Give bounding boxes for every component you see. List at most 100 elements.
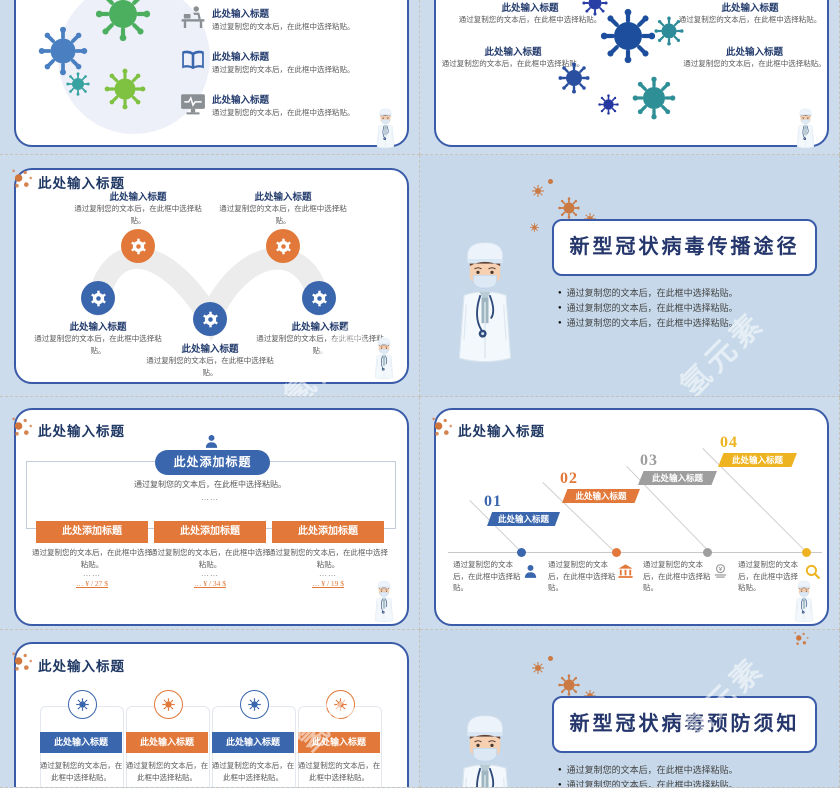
step-body: 通过复制您的文本后，在此框中选择粘贴。 [643,560,711,593]
person-desk-icon [180,4,206,30]
section-title-box: 新型冠状病毒预防须知 [552,696,817,753]
feature-icon-circle [240,690,269,719]
doctor-character [374,104,397,152]
step-body: 通过复制您的文本后，在此框中选择粘贴。 [738,560,798,593]
slide-thumb-7[interactable]: 此处输入标题 此处输入标题 此处输入标题 此处输入标题 此处输入标题 通过复制您… [0,630,420,788]
step-body: 通过复制您的文本后，在此框中选择粘贴。 [453,560,521,593]
splatter-dot [548,656,553,661]
process-node [81,281,115,315]
slide-heading: 此处输入标题 [38,659,125,674]
splatter-dot [548,179,553,184]
bullet-dot: ● [558,767,562,773]
banner-label: 此处添加标题 [298,526,358,537]
card-band: 此处输入标题 [40,732,122,753]
splatter-icon [558,674,580,696]
node-body: 通过复制您的文本后，在此框中选择粘贴。 [34,334,162,355]
money-icon [712,563,729,580]
bullet-text: 通过复制您的文本后，在此框中选择粘贴。 [566,765,738,775]
bullet-dot: ● [558,290,562,296]
step-number: 04 [720,434,738,451]
node-body: 通过复制您的文本后，在此框中选择粘贴。 [74,204,202,225]
item-title: 此处输入标题 [212,10,270,20]
splatter-icon [532,185,544,197]
step-number: 01 [484,493,502,510]
slide-heading: 此处输入标题 [38,424,125,439]
price-text: … ¥ / 19 $ [311,579,345,588]
top-body: 通过复制您的文本后，在此框中选择粘贴。 [134,480,286,489]
bullet-dot: ● [558,305,562,311]
card-body: 通过复制您的文本后，在此框中选择粘贴。 [39,761,123,782]
card-title: 此处输入标题 [139,737,194,747]
person-icon [203,433,220,450]
splatter-icon [532,662,544,674]
step-banner: 此处输入标题 [562,489,640,503]
virus-icon [600,8,656,64]
virus-icon [598,94,619,115]
node-body: 通过复制您的文本后，在此框中选择粘贴。 [146,356,274,377]
node-title: 此处输入标题 [181,345,239,355]
bank-icon [617,563,634,580]
feature-icon-circle [68,690,97,719]
slide-thumb-4[interactable]: 新型冠状病毒传播途径 ●通过复制您的文本后，在此框中选择粘贴。 ●通过复制您的文… [420,155,840,397]
slide-heading: 此处输入标题 [38,176,125,191]
item-body: 通过复制您的文本后，在此框中选择粘贴。 [212,108,355,117]
section-title: 新型冠状病毒传播途径 [569,236,800,258]
item-body: 通过复制您的文本后，在此框中选择粘贴。 [212,65,355,74]
slide-thumb-3[interactable]: 此处输入标题 此处输入标题 通过复制您的文本后，在此框中选择粘贴。 此处输入标题… [0,155,420,397]
feature-icon-circle [326,690,355,719]
card-title: 此处输入标题 [311,737,366,747]
splatter-icon [530,223,539,232]
virus-icon [632,76,676,120]
doctor-character [450,203,520,397]
timeline-dot [517,548,526,557]
process-node [121,229,155,263]
block-title: 此处输入标题 [725,48,783,58]
item-title: 此处输入标题 [212,96,270,106]
card-band: 此处输入标题 [298,732,380,753]
gear-icon [90,290,107,307]
block-body: 通过复制您的文本后，在此框中选择粘贴。 [441,59,585,68]
bullet-text: 通过复制您的文本后，在此框中选择粘贴。 [566,780,738,788]
monitor-pulse-icon [180,91,206,117]
slide-thumb-6[interactable]: 此处输入标题 01 02 03 04 此处输入标题 此处输入标题 此处输入标题 … [420,397,840,630]
timeline-dot [703,548,712,557]
gear-icon [311,290,328,307]
block-title: 此处输入标题 [484,48,542,58]
doctor-character [792,579,816,623]
card-title: 此处输入标题 [53,737,108,747]
splatter-icon [558,197,580,219]
card-body: 通过复制您的文本后，在此框中选择粘贴。 [125,761,209,782]
germ-icon [162,698,175,711]
card-band: 此处输入标题 [126,732,208,753]
node-body: 通过复制您的文本后，在此框中选择粘贴。 [219,204,347,225]
virus-icon [38,26,88,76]
ellipsis: …… [201,493,219,502]
slide-thumb-1[interactable]: 此处输入标题 通过复制您的文本后，在此框中选择粘贴。 此处输入标题 通过复制您的… [0,0,420,155]
slide-thumb-8[interactable]: 新型冠状病毒预防须知 ●通过复制您的文本后，在此框中选择粘贴。 ●通过复制您的文… [420,630,840,788]
card-body: 通过复制您的文本后，在此框中选择粘贴。 [211,761,295,782]
banner: 此处添加标题 [36,521,148,543]
step-body: 通过复制您的文本后，在此框中选择粘贴。 [548,560,616,593]
price-text: … ¥ / 34 $ [193,579,227,588]
dots-decor [12,650,34,672]
dots-decor [12,415,34,437]
doctor-character [372,579,396,623]
card-body: 通过复制您的文本后，在此框中选择粘贴。 [268,548,388,569]
pill-label: 此处添加标题 [173,455,252,469]
price-text: … ¥ / 27 $ [75,579,109,588]
card-body: 通过复制您的文本后，在此框中选择粘贴。 [150,548,270,569]
slide-thumb-2[interactable]: 此处输入标题 通过复制您的文本后，在此框中选择粘贴。 此处输入标题 通过复制您的… [420,0,840,155]
virus-icon [558,62,590,94]
card-body: 通过复制您的文本后，在此框中选择粘贴。 [297,761,381,782]
bullet-dot: ● [558,320,562,326]
node-body: 通过复制您的文本后，在此框中选择粘贴。 [256,334,384,355]
book-icon [180,48,206,74]
item-body: 通过复制您的文本后，在此框中选择粘贴。 [212,22,355,31]
slide-heading: 此处输入标题 [458,424,545,439]
card-band: 此处输入标题 [212,732,294,753]
slide-thumb-5[interactable]: 此处输入标题 此处添加标题 通过复制您的文本后，在此框中选择粘贴。 …… 此处添… [0,397,420,630]
step-banner: 此处输入标题 [487,512,560,526]
virus-icon [95,0,151,42]
block-body: 通过复制您的文本后，在此框中选择粘贴。 [458,15,602,24]
section-title-box: 新型冠状病毒传播途径 [552,219,817,276]
